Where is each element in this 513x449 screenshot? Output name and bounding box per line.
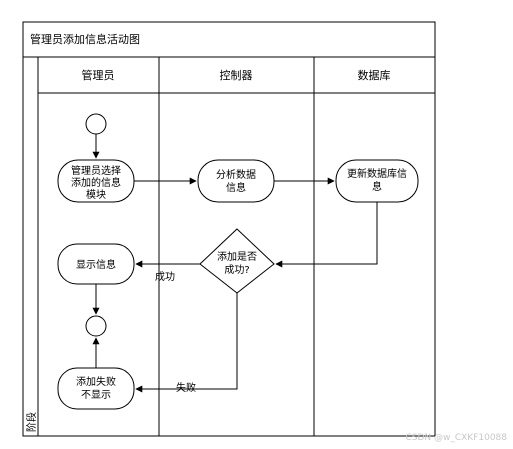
node-fail-show — [57, 367, 135, 410]
node-analyze-line-2: 信息 — [226, 181, 246, 194]
lane-header-controller: 控制器 — [220, 68, 253, 82]
node-select-module-line-2: 添加的信息 — [71, 176, 121, 189]
edge-update-to-decision — [275, 202, 378, 268]
lane-header-database: 数据库 — [358, 68, 391, 82]
diagram-frame — [22, 21, 436, 437]
diagram-title: 管理员添加信息活动图 — [30, 32, 140, 46]
start-node — [85, 113, 107, 135]
node-update-db-line-2: 息 — [372, 180, 382, 193]
node-fail-show-line-2: 不显示 — [81, 389, 111, 401]
node-show-info-line-1: 显示信息 — [76, 258, 116, 271]
node-select-module-line-3: 模块 — [86, 189, 106, 201]
node-decision-line-2: 成功? — [224, 264, 249, 276]
edge-decision-to-fail — [135, 293, 238, 393]
node-fail-show-line-1: 添加失败 — [76, 375, 116, 388]
watermark: CSDN @w_CXKF10088 — [405, 433, 507, 443]
stage-label: 阶段 — [25, 412, 38, 432]
lane-header-admin: 管理员 — [82, 68, 115, 82]
edge-label-failure: 失败 — [176, 381, 196, 394]
node-select-module-line-1: 管理员选择 — [71, 164, 121, 177]
node-analyze-line-1: 分析数据 — [216, 168, 256, 181]
node-update-db — [335, 159, 419, 203]
node-update-db-line-1: 更新数据库信 — [347, 167, 407, 180]
end-node — [85, 315, 107, 337]
node-decision-line-1: 添加是否 — [217, 250, 257, 263]
node-analyze — [197, 159, 275, 203]
edge-label-success: 成功 — [155, 271, 175, 283]
